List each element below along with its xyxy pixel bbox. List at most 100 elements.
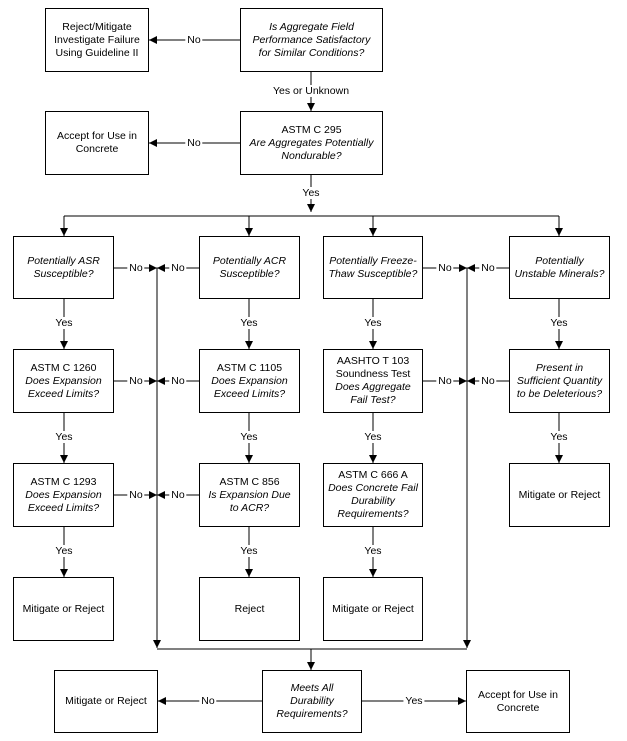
label-yes-c295: Yes [300, 187, 322, 199]
label-yes-freeze: Yes [362, 317, 384, 329]
label-no-field: No [185, 34, 203, 46]
box-text: Potentially [535, 254, 584, 267]
label-no-acr: No [169, 262, 187, 274]
label-no-asr: No [127, 262, 145, 274]
box-text: to ACR? [229, 501, 270, 514]
box-text: Fail Test? [350, 394, 396, 406]
box-subtitle: Soundness Test [335, 368, 411, 380]
label-no-quantity: No [479, 375, 497, 387]
label-no-unstable: No [479, 262, 497, 274]
label-yes-c856: Yes [238, 545, 260, 557]
box-text: Exceed Limits? [213, 387, 286, 400]
box-text: Mitigate or Reject [332, 602, 414, 615]
freeze-thaw-box: Potentially Freeze- Thaw Susceptible? [323, 236, 423, 299]
box-text: Concrete [75, 143, 119, 155]
accept-top-box: Accept for Use in Concrete [45, 111, 149, 175]
box-text: Requirements? [276, 708, 348, 720]
box-text: Does Expansion [211, 374, 288, 387]
box-text: Mitigate or Reject [518, 488, 601, 501]
mitigate-reject-col3-box: Mitigate or Reject [323, 577, 423, 641]
label-yes-c1105: Yes [238, 431, 260, 443]
box-text: Accept for Use in [478, 688, 558, 701]
box-text: Unstable Minerals? [514, 267, 605, 280]
label-yes-durability: Yes [403, 695, 425, 707]
box-title: AASHTO T 103 [336, 355, 410, 367]
box-text: Meets All [290, 682, 334, 694]
label-yes-c1293: Yes [53, 545, 75, 557]
label-no-t103: No [436, 375, 454, 387]
aashto-t103-box: AASHTO T 103 Soundness Test Does Aggrega… [323, 349, 423, 413]
label-no-c856: No [169, 489, 187, 501]
label-no-c1105: No [169, 375, 187, 387]
mitigate-reject-bottom-box: Mitigate or Reject [54, 670, 158, 733]
reject-col2-box: Reject [199, 577, 300, 641]
label-no-freeze: No [436, 262, 454, 274]
box-text: Accept for Use in [57, 130, 137, 142]
box-text: Does Concrete Fail [328, 482, 418, 494]
box-text: Mitigate or Reject [22, 602, 105, 615]
box-title: ASTM C 856 [219, 475, 280, 488]
box-text: Is Expansion Due [208, 488, 291, 501]
label-no-durability: No [199, 695, 217, 707]
astm-c1105-box: ASTM C 1105 Does Expansion Exceed Limits… [199, 349, 300, 413]
box-text: Thaw Susceptible? [328, 267, 418, 280]
box-title: ASTM C 295 [281, 123, 342, 136]
box-title: ASTM C 1105 [216, 361, 283, 374]
box-text: Exceed Limits? [27, 387, 100, 400]
box-text: Is Aggregate Field [269, 20, 354, 33]
box-text: Are Aggregates Potentially [249, 136, 374, 149]
box-text: Potentially Freeze- [329, 254, 417, 267]
box-text: Does Aggregate [335, 381, 411, 393]
box-text: Does Expansion [25, 488, 102, 501]
box-text: Exceed Limits? [27, 501, 100, 514]
box-text: Potentially ASR [27, 254, 100, 267]
label-no-c1260: No [127, 375, 145, 387]
box-text: Present in [535, 361, 584, 374]
unstable-minerals-box: Potentially Unstable Minerals? [509, 236, 610, 299]
label-yes-unknown: Yes or Unknown [270, 85, 352, 97]
box-text: Sufficient Quantity [516, 374, 603, 387]
box-text: Performance Satisfactory [252, 33, 371, 46]
box-text: Susceptible? [33, 267, 94, 280]
box-text: Durability [290, 695, 334, 707]
field-performance-box: Is Aggregate Field Performance Satisfact… [240, 8, 383, 72]
astm-c1293-box: ASTM C 1293 Does Expansion Exceed Limits… [13, 463, 114, 527]
label-yes-asr: Yes [53, 317, 75, 329]
label-no-c295: No [185, 137, 203, 149]
label-yes-t103: Yes [362, 431, 384, 443]
acr-susceptible-box: Potentially ACR Susceptible? [199, 236, 300, 299]
label-yes-acr: Yes [238, 317, 260, 329]
accept-bottom-box: Accept for Use in Concrete [466, 670, 570, 733]
label-yes-quantity: Yes [548, 431, 570, 443]
box-title: ASTM C 1293 [30, 475, 97, 488]
box-text: Mitigate or Reject [65, 695, 147, 707]
box-text: Reject [234, 602, 265, 615]
astm-c666-box: ASTM C 666 A Does Concrete Fail Durabili… [323, 463, 423, 527]
astm-c856-box: ASTM C 856 Is Expansion Due to ACR? [199, 463, 300, 527]
label-yes-unstable: Yes [548, 317, 570, 329]
box-title: ASTM C 1260 [30, 361, 97, 374]
meets-durability-box: Meets All Durability Requirements? [262, 670, 362, 733]
box-text: Requirements? [337, 508, 409, 520]
box-text: for Similar Conditions? [258, 46, 365, 59]
label-yes-c666: Yes [362, 545, 384, 557]
box-text: Durability [351, 495, 395, 507]
label-no-c1293: No [127, 489, 145, 501]
box-text: Investigate Failure [54, 33, 140, 46]
box-text: Reject/Mitigate [62, 20, 132, 33]
box-title: ASTM C 666 A [338, 469, 408, 481]
reject-mitigate-box: Reject/Mitigate Investigate Failure Usin… [45, 8, 149, 72]
sufficient-quantity-box: Present in Sufficient Quantity to be Del… [509, 349, 610, 413]
box-text: Susceptible? [219, 267, 280, 280]
label-yes-c1260: Yes [53, 431, 75, 443]
mitigate-reject-col1-box: Mitigate or Reject [13, 577, 114, 641]
box-text: Using Guideline II [55, 46, 139, 59]
astm-c295-box: ASTM C 295 Are Aggregates Potentially No… [240, 111, 383, 175]
box-text: Potentially ACR [212, 254, 287, 267]
mitigate-reject-col4-box: Mitigate or Reject [509, 463, 610, 527]
astm-c1260-box: ASTM C 1260 Does Expansion Exceed Limits… [13, 349, 114, 413]
box-text: Nondurable? [281, 149, 342, 162]
box-text: Concrete [496, 701, 540, 714]
asr-susceptible-box: Potentially ASR Susceptible? [13, 236, 114, 299]
box-text: Does Expansion [25, 374, 102, 387]
